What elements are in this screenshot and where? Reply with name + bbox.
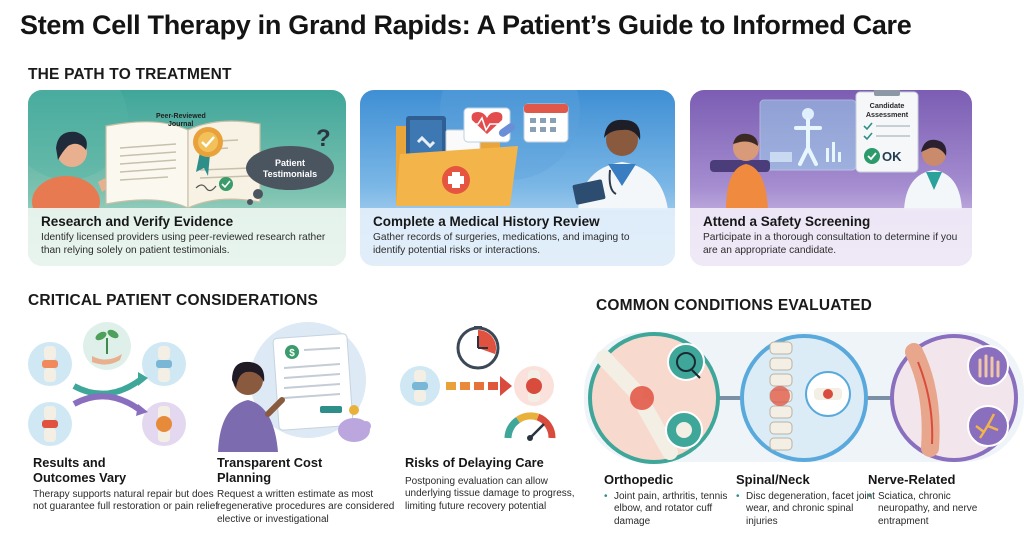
page-title: Stem Cell Therapy in Grand Rapids: A Pat… [20, 10, 912, 40]
doctor-icon [572, 119, 668, 210]
progress-arrow-icon [446, 376, 512, 396]
testimonials-bubble-icon: Patient Testimonials ? [246, 125, 334, 205]
screening-doctor-icon [904, 139, 962, 210]
board-label-1: Candidate [870, 101, 905, 110]
consideration-outcomes: Results and Outcomes Vary Therapy suppor… [33, 455, 223, 514]
step-caption: Attend a Safety Screening Participate in… [690, 208, 972, 266]
healthy-joint-icon [28, 342, 72, 386]
step-title: Attend a Safety Screening [703, 214, 871, 229]
condition-bullet: Joint pain, arthritis, tennis elbow, and… [604, 491, 744, 528]
bubble-label-2: Testimonials [263, 169, 317, 179]
invoice-icon: $ [272, 333, 354, 431]
xray-bone-icon [416, 135, 436, 149]
consideration-delay: Risks of Delaying Care Postponing evalua… [405, 455, 595, 513]
coin-icon [349, 405, 359, 415]
pill-icon [498, 123, 516, 137]
step-desc: Identify licensed providers using peer-r… [41, 232, 326, 256]
consideration-title: Risks of Delaying Care [405, 455, 544, 470]
medical-folder-icon [396, 116, 518, 206]
consideration-cost: Transparent Cost Planning Request a writ… [217, 455, 407, 526]
tennis-racket-icon [667, 343, 705, 381]
check-icon [219, 177, 233, 191]
step-title: Research and Verify Evidence [41, 214, 234, 229]
step-caption: Research and Verify Evidence Identify li… [28, 208, 346, 266]
conditions-heading: COMMON CONDITIONS EVALUATED [596, 297, 873, 314]
delaying-care-illustration [400, 326, 556, 441]
consideration-title: Transparent Cost Planning [217, 455, 407, 485]
person-reviewing-icon [218, 361, 285, 452]
gauge-icon [504, 412, 556, 441]
hand-icon [967, 345, 1009, 387]
healthy-joint-icon-2 [142, 342, 186, 386]
arrow-icon [72, 393, 142, 413]
patient-icon [710, 133, 770, 210]
consideration-title-line2: Planning [217, 470, 272, 485]
damaged-knee-icon [514, 366, 554, 406]
spine-icon [740, 334, 868, 462]
body-scan-screen-icon [759, 99, 857, 171]
step-desc: Gather records of surgeries, medications… [373, 232, 630, 256]
board-label-2: Assessment [866, 110, 909, 119]
condition-title: Spinal/Neck [736, 472, 810, 487]
outcomes-vary-illustration [28, 322, 186, 446]
considerations-heading: CRITICAL PATIENT CONSIDERATIONS [28, 292, 319, 309]
path-heading: THE PATH TO TREATMENT [28, 66, 232, 83]
stethoscope-icon [608, 169, 617, 195]
consideration-title-line1: Results and [33, 455, 106, 470]
consideration-title-line2: Outcomes Vary [33, 470, 127, 485]
arrow-icon [72, 377, 142, 397]
step-card-research: Peer-Reviewed Journal Patient Testimonia… [28, 90, 346, 266]
conditions-illustration [584, 332, 1024, 464]
journal-book-icon: Peer-Reviewed Journal [105, 113, 261, 209]
inflamed-joint-icon [28, 402, 72, 446]
condition-title: Orthopedic [604, 472, 674, 487]
history-illustration [396, 90, 668, 210]
condition-spinal: Spinal/Neck Disc degeneration, facet joi… [736, 472, 876, 528]
piggy-bank-icon [338, 405, 371, 442]
calendar-icon [523, 103, 569, 143]
step-card-screening: Candidate Assessment OK Attend a Safety … [690, 90, 972, 266]
condition-bullet: Sciatica, chronic neuropathy, and nerve … [868, 491, 998, 528]
clock-icon [456, 326, 500, 370]
journal-label-1: Peer-Reviewed [156, 113, 206, 120]
consideration-title-line1: Transparent Cost [217, 455, 323, 470]
verified-badge-icon [193, 127, 223, 176]
condition-title: Nerve-Related [868, 472, 956, 487]
step-card-history: Complete a Medical History Review Gather… [360, 90, 675, 266]
step-title: Complete a Medical History Review [373, 214, 600, 229]
orthopedic-joint-icon [588, 332, 720, 464]
research-illustration: Peer-Reviewed Journal Patient Testimonia… [28, 90, 334, 210]
consideration-desc: Postponing evaluation can allow underlyi… [405, 476, 575, 512]
step-caption: Complete a Medical History Review Gather… [360, 208, 675, 266]
consideration-title: Results and Outcomes Vary [33, 455, 223, 485]
consideration-desc: Request a written estimate as most regen… [217, 489, 395, 525]
nerve-icon [890, 334, 1018, 462]
ok-check-icon [864, 148, 880, 164]
dollar-icon: $ [289, 348, 295, 359]
ok-label: OK [882, 149, 902, 164]
condition-nerve: Nerve-Related Sciatica, chronic neuropat… [868, 472, 998, 528]
journal-label-2: Journal [168, 121, 193, 128]
condition-bullet: Disc degeneration, facet joint wear, and… [736, 491, 876, 528]
screening-illustration: Candidate Assessment OK [710, 90, 962, 210]
bubble-label-1: Patient [275, 158, 305, 168]
assessment-clipboard-icon: Candidate Assessment OK [855, 90, 919, 173]
cost-planning-illustration: $ [218, 322, 371, 452]
tablet-icon [572, 179, 606, 205]
consideration-desc: Therapy supports natural repair but does… [33, 489, 219, 513]
question-mark-icon: ? [316, 125, 331, 152]
heart-monitor-icon [463, 107, 516, 143]
step-desc: Participate in a thorough consultation t… [703, 232, 958, 256]
healthy-knee-icon [400, 366, 440, 406]
damaged-joint-icon [142, 402, 186, 446]
condition-orthopedic: Orthopedic Joint pain, arthritis, tennis… [604, 472, 744, 528]
